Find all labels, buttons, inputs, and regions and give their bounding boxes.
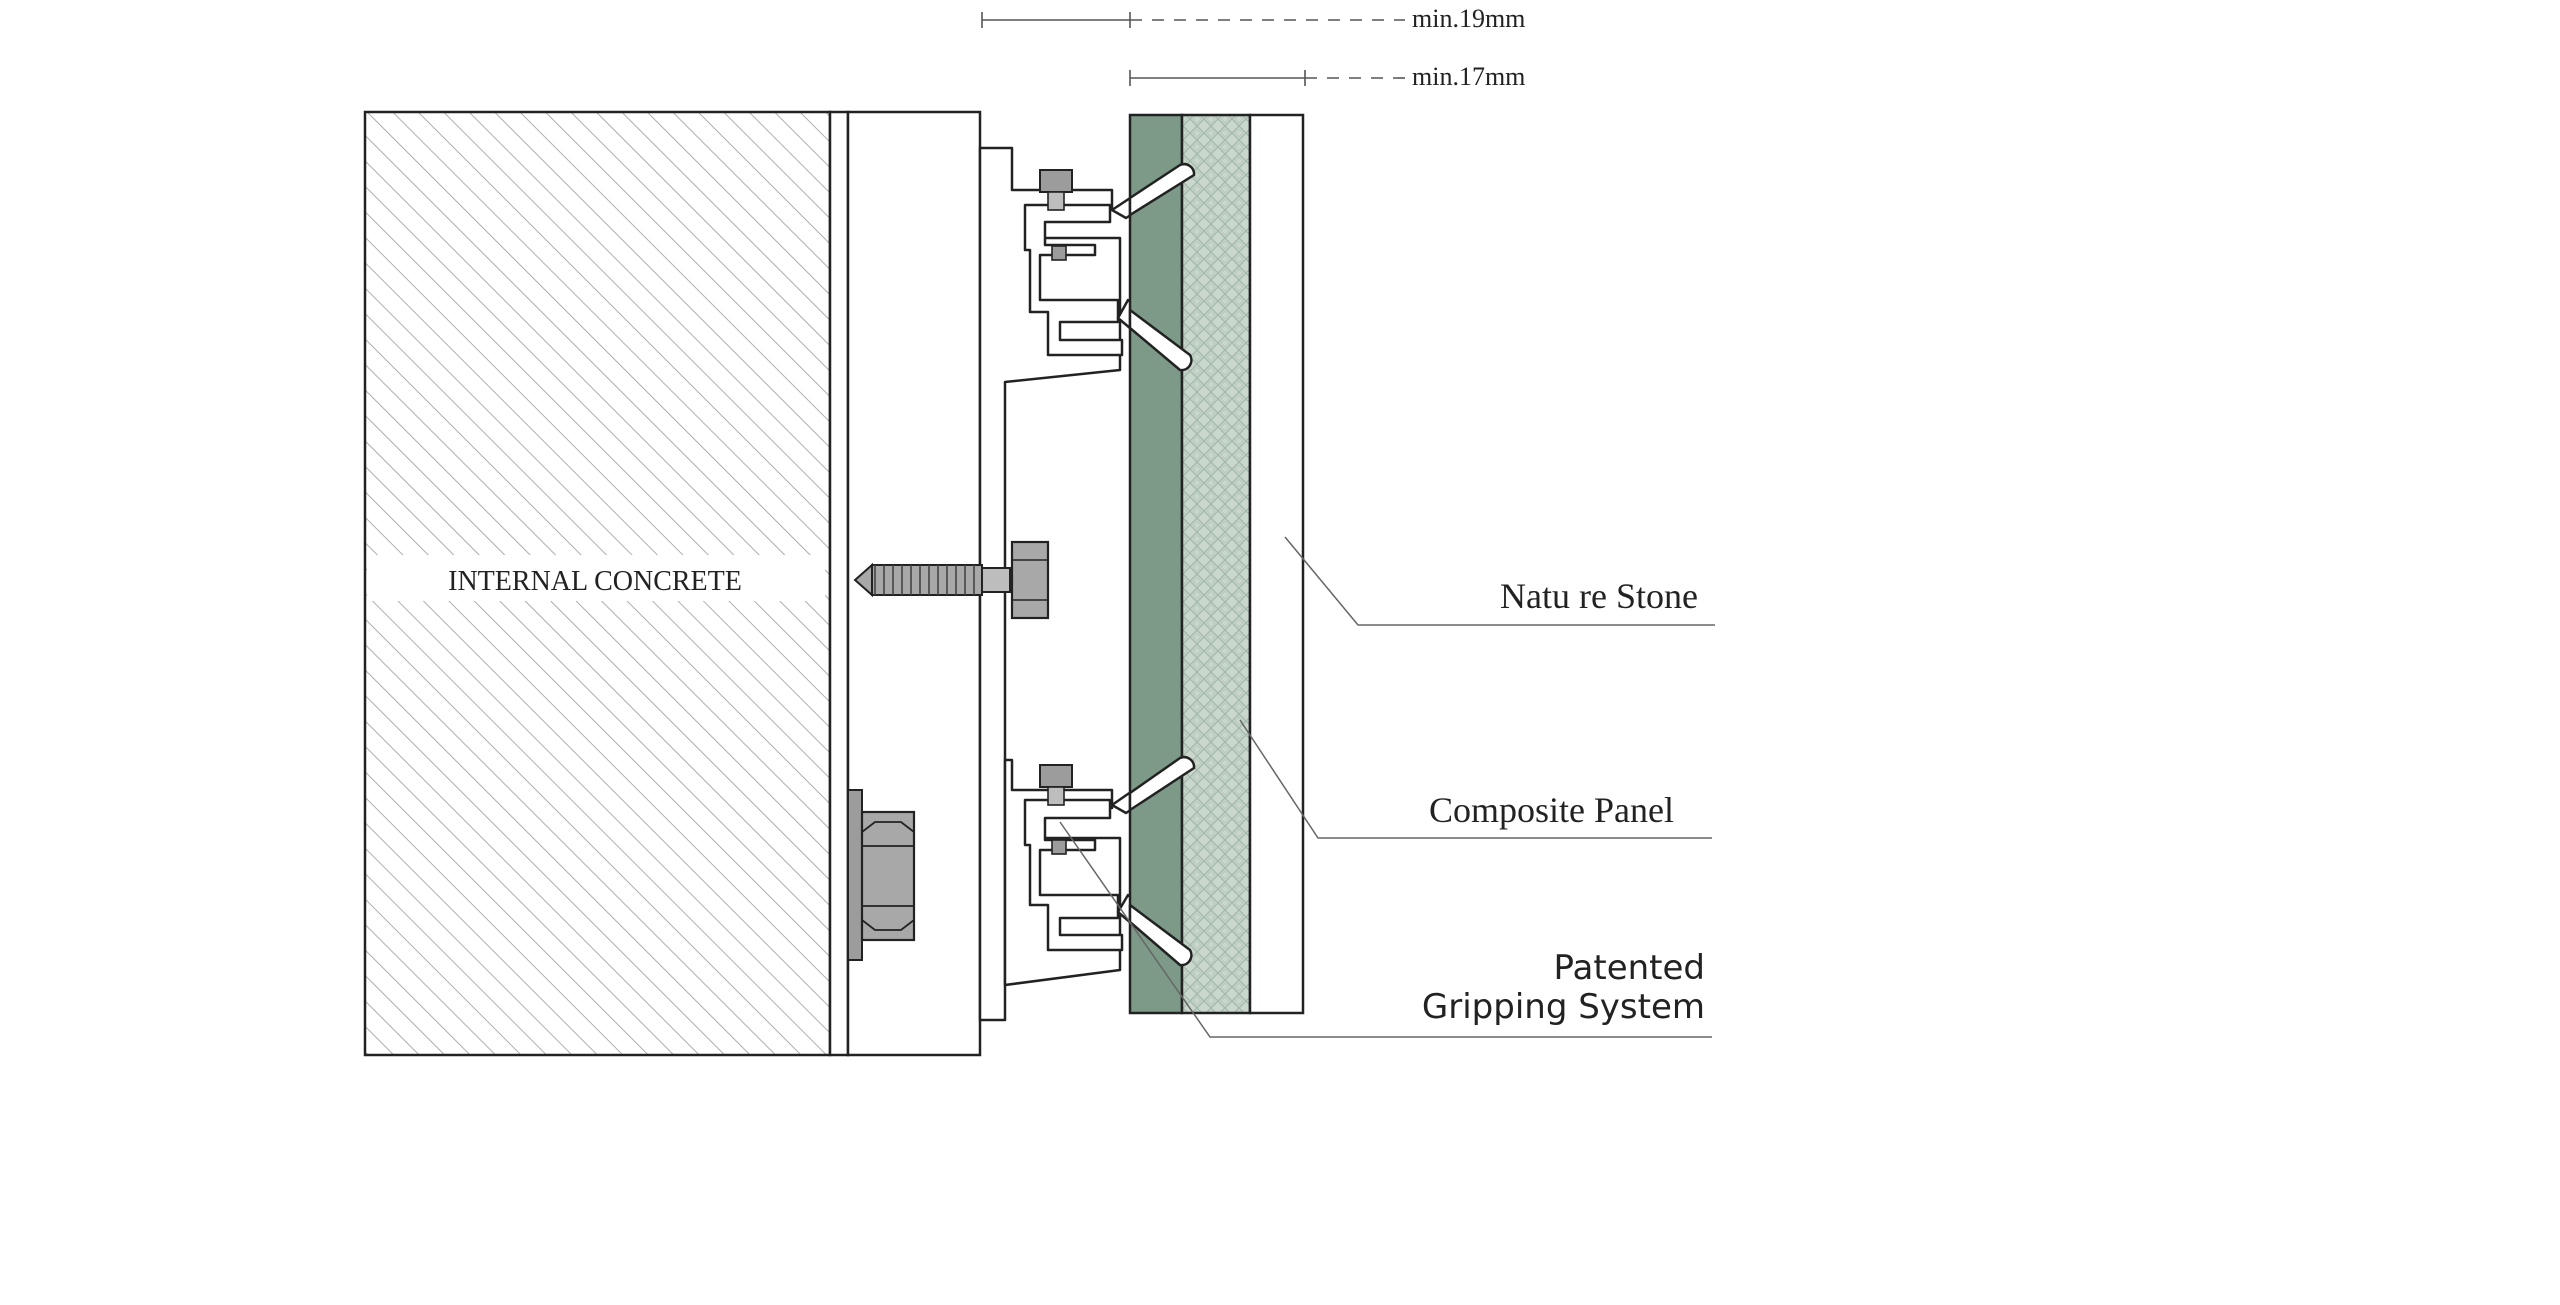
dimension-17mm [1129,70,1405,86]
membrane-layer [828,110,850,1057]
lower-clip-screw-head [1039,764,1073,788]
upper-arm-top-overlay [1128,162,1196,217]
composite-core [1180,113,1252,1015]
natural-stone-layer [1248,113,1305,1015]
callout-natural-stone [1284,536,1715,626]
concrete-label: INTERNAL CONCRETE [448,566,742,597]
screw-head [1010,540,1050,620]
callout-composite-panel [1239,719,1712,839]
lower-clip-set-screw [1051,839,1067,855]
bolt-nut [860,810,916,942]
natural-stone-label: Natu re Stone [1500,576,1698,616]
internal-concrete: INTERNAL CONCRETE [363,110,832,1057]
screw-shank [981,567,1011,593]
upper-clip-screw-shank [1047,191,1065,211]
clip-arm-overlays [1128,162,1196,967]
upper-arm-bottom-overlay [1128,308,1193,372]
screw-thread-lines [872,565,982,595]
lower-clip-body [1023,798,1124,952]
vertical-rail [978,146,1122,1022]
dimension-19mm [981,12,1405,28]
cladding-panel [1128,113,1305,1015]
bolt-washer [847,789,863,961]
gripping-system-label-line1: Patented [1554,948,1705,988]
lower-arm-top-overlay [1128,755,1196,812]
callout-gripping-system [1059,821,1712,1038]
dimension-19mm-label: min.19mm [1412,4,1525,33]
dimension-17mm-label: min.17mm [1412,62,1525,91]
anchor-screw [853,540,1050,620]
backing-panel [1128,113,1184,1015]
bolt-assembly [847,789,916,961]
gripping-system-label-line2: Gripping System [1422,987,1705,1027]
upper-clip-body [1023,203,1124,357]
upper-clip-set-screw [1051,245,1067,261]
concrete-label-backdrop [367,555,825,601]
lower-arm-bottom-overlay [1128,903,1193,967]
lower-clip-screw-shank [1047,786,1065,806]
composite-panel-label: Composite Panel [1429,790,1674,830]
upper-clip-screw-head [1039,169,1073,193]
